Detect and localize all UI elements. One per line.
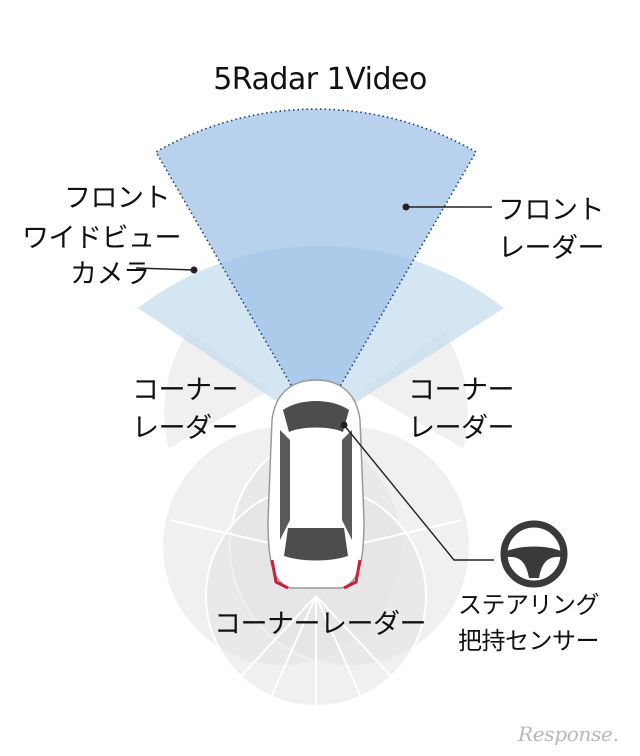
- steering-sensor-dot: [340, 421, 348, 429]
- corner-radar-left-label-line-1: コーナー: [132, 375, 239, 406]
- car-right-window: [342, 430, 352, 540]
- front-camera-label-line-1: フロント: [64, 183, 171, 214]
- front-radar-label-line-1: フロント: [498, 195, 605, 226]
- car-rear-window: [284, 528, 348, 561]
- car-windshield: [283, 401, 349, 432]
- car-left-window: [280, 430, 290, 540]
- car-top-view: [267, 379, 365, 590]
- front-radar-field: [154, 108, 478, 430]
- front-camera-label-line-2: ワイドビュー: [22, 223, 182, 254]
- corner-radar-right-label-line-2: レーダー: [408, 413, 515, 444]
- radar-zone-divider-lines: [169, 519, 463, 706]
- steering-sensor-label-line-2: 把持センサー: [458, 627, 600, 655]
- front-camera-dot: [190, 266, 198, 274]
- diagram-title: 5Radar 1Video: [213, 62, 427, 97]
- front-radar-dot: [402, 203, 410, 211]
- steering-sensor-leader: [343, 424, 494, 561]
- corner-radar-rear-label: コーナーレーダー: [214, 609, 427, 640]
- leader-lines: [135, 206, 494, 561]
- leader-dots: [190, 203, 410, 429]
- steering-sensor-label-line-1: ステアリング: [458, 591, 600, 619]
- car-tail-light-right: [343, 559, 362, 590]
- front-camera-label-line-3: カメラ: [70, 259, 150, 290]
- steering-wheel-icon: [500, 520, 568, 588]
- front-radar-label-line-2: レーダー: [498, 233, 605, 264]
- corner-radar-right-label-line-1: コーナー: [408, 375, 515, 406]
- watermark-logo: Response.: [518, 722, 619, 746]
- corner-radar-left-label-line-2: レーダー: [132, 413, 239, 444]
- front-camera-leader: [135, 267, 195, 271]
- car-tail-light-left: [270, 559, 289, 590]
